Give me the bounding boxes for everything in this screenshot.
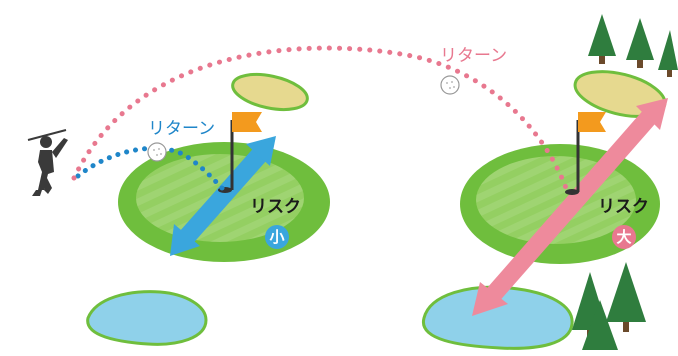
return-label-large: リターン: [440, 46, 508, 66]
trees-top-right: [588, 14, 678, 77]
golf-ball-left: [147, 142, 167, 162]
water-left: [86, 290, 208, 346]
risk-label-large: リスク: [598, 197, 649, 217]
risk-badge-large: 大: [612, 225, 636, 249]
right-green-area: [422, 14, 678, 350]
return-path-small: [75, 145, 227, 193]
risk-arrow-large: [472, 98, 668, 316]
water-right: [422, 285, 574, 350]
return-label-small: リターン: [148, 119, 216, 139]
risk-badge-small: 小: [265, 225, 289, 249]
golf-ball-right: [440, 75, 460, 95]
risk-arrow-small: [170, 136, 276, 256]
return-path-large: [71, 45, 569, 191]
golfer-icon: [27, 129, 68, 196]
trees-bottom-right: [572, 262, 646, 350]
risk-label-small: リスク: [250, 197, 301, 217]
flag-right: [565, 112, 606, 195]
bunker-left: [231, 72, 309, 112]
